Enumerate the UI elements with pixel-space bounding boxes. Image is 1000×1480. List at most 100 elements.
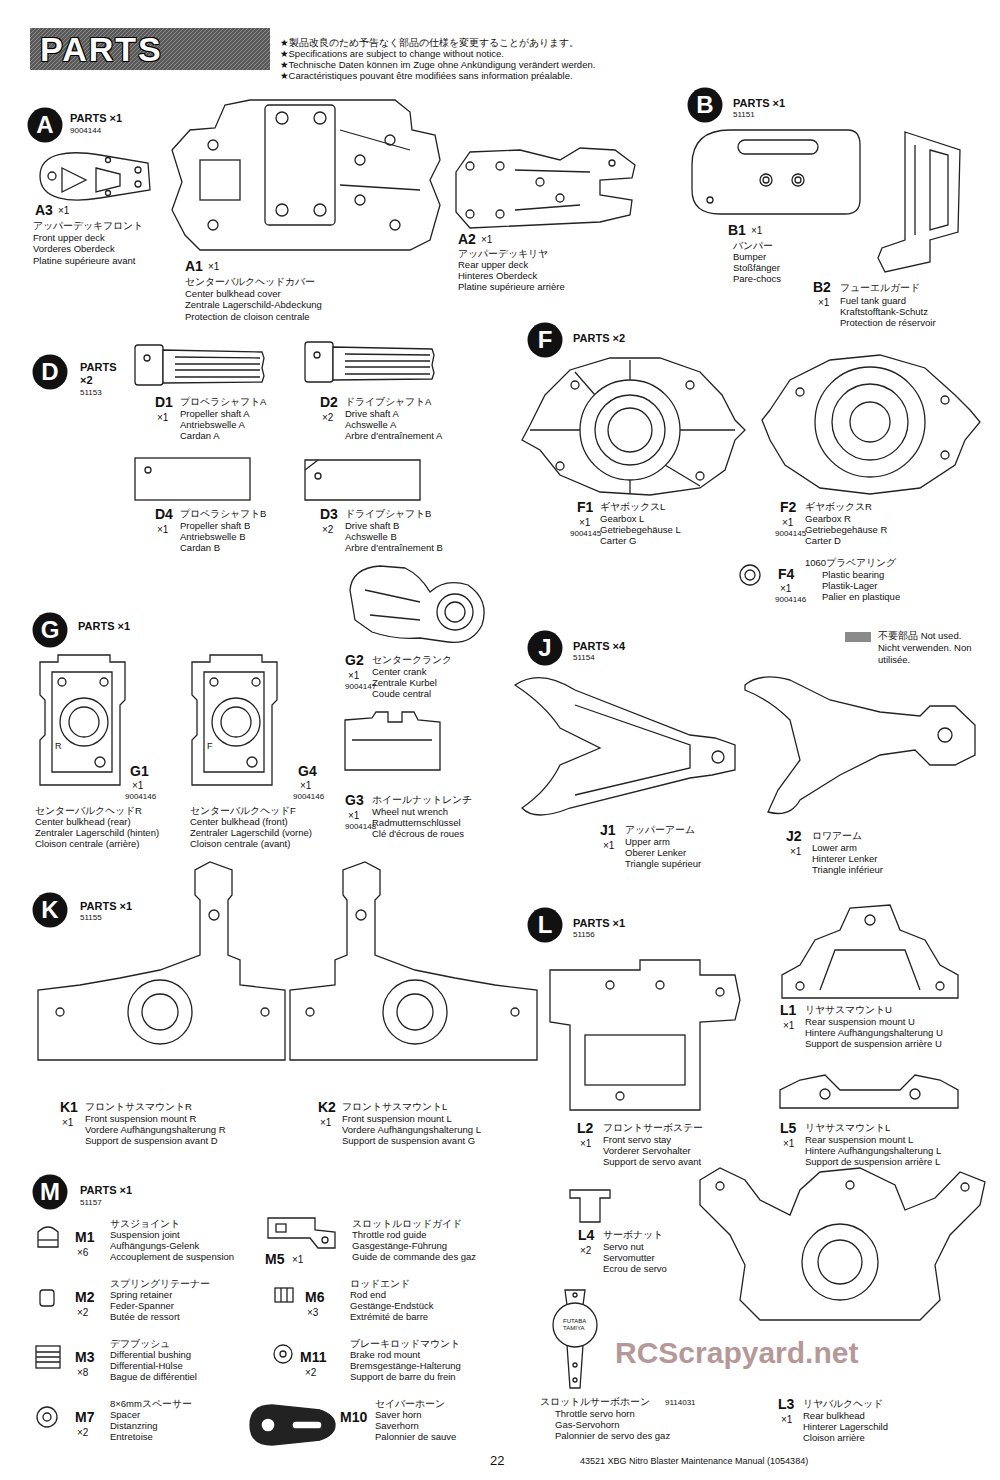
part-letter: A bbox=[36, 113, 53, 137]
part-number: D1 bbox=[155, 395, 173, 409]
propeller-shaft-b bbox=[135, 458, 250, 500]
wheel-nut-wrench bbox=[345, 712, 440, 770]
part-name: プロペラシャフトB bbox=[180, 509, 266, 519]
part-number: M7 bbox=[75, 1410, 94, 1424]
center-bulkhead-cover bbox=[172, 100, 440, 250]
part-code: 9004146 bbox=[293, 793, 324, 801]
part-name: リヤバルクヘッド bbox=[803, 1399, 883, 1409]
quantity: ×3 bbox=[307, 1308, 318, 1318]
page-title: PARTS bbox=[30, 28, 270, 70]
center-bulkhead-rear bbox=[40, 655, 125, 785]
brake-rod-mount-icon bbox=[280, 1351, 286, 1357]
rear-upper-deck bbox=[556, 194, 564, 202]
throttle-servo-horn bbox=[573, 1378, 577, 1382]
part-name: Front suspension mount L bbox=[342, 1114, 452, 1124]
front-suspension-mount-l bbox=[290, 862, 537, 1060]
part-name: Vorderes Oberdeck bbox=[33, 244, 115, 254]
moulded-mark: TAMIYA bbox=[563, 1325, 584, 1331]
front-suspension-mount-l bbox=[290, 862, 537, 1060]
part-name: Rear bulkhead bbox=[803, 1411, 865, 1421]
front-servo-stay bbox=[716, 988, 724, 996]
part-number: F1 bbox=[577, 500, 593, 514]
part-name: センタークランク bbox=[372, 655, 452, 665]
note: ★Caractéristiques pouvant être modifiées… bbox=[280, 71, 573, 81]
bumper bbox=[707, 197, 713, 203]
center-bulkhead-rear bbox=[100, 678, 108, 686]
letter-circle-shape bbox=[28, 108, 63, 143]
part-code: 51153 bbox=[80, 389, 102, 397]
gearbox-right bbox=[941, 451, 949, 459]
part-name: Differential-Hülse bbox=[110, 1361, 183, 1371]
part-letter-circle: F bbox=[527, 322, 563, 358]
propeller-shaft-a bbox=[175, 357, 260, 377]
quantity: ×1 bbox=[783, 1021, 794, 1031]
part-name: Propeller shaft B bbox=[180, 521, 250, 531]
part-number: J1 bbox=[600, 823, 616, 837]
gearbox-right bbox=[850, 402, 890, 442]
center-bulkhead-rear bbox=[95, 757, 105, 767]
gearbox-left bbox=[595, 395, 665, 465]
letter-circle-shape bbox=[33, 1175, 68, 1210]
front-suspension-mount-r bbox=[261, 1008, 269, 1016]
part-letter: D bbox=[41, 360, 58, 384]
part-letter: K bbox=[41, 898, 58, 922]
throttle-servo-horn bbox=[553, 1290, 597, 1388]
part-code: 9004148 bbox=[345, 823, 376, 831]
part-name: Support de suspension arrière U bbox=[805, 1039, 942, 1049]
part-name: フロントサスマウントR bbox=[85, 1102, 192, 1112]
parts-count: PARTS bbox=[80, 362, 116, 373]
plastic-bearing bbox=[745, 570, 755, 580]
rear-bulkhead bbox=[700, 1168, 985, 1320]
part-letter: J bbox=[538, 636, 551, 660]
throttle-rod-guide-icon bbox=[268, 1218, 335, 1248]
part-name: Cardan B bbox=[180, 543, 220, 553]
part-name: Guide de commande des gaz bbox=[352, 1252, 476, 1262]
quantity: ×2 bbox=[77, 1308, 88, 1318]
bumper bbox=[738, 140, 818, 154]
parts-count: PARTS ×1 bbox=[733, 98, 785, 109]
part-name: Lower arm bbox=[812, 843, 857, 853]
drive-shaft-b bbox=[305, 460, 420, 500]
part-name: Throttle rod guide bbox=[352, 1230, 426, 1240]
spring-retainer-icon bbox=[40, 1290, 54, 1306]
note: ★製品改良のため予告なく部品の仕様を変更することがあります。 bbox=[280, 38, 579, 48]
rear-upper-deck bbox=[456, 148, 635, 228]
part-name: Oberer Lenker bbox=[625, 848, 686, 858]
saver-horn-icon bbox=[261, 1418, 275, 1432]
moulded-mark: FUTABA bbox=[563, 1318, 586, 1324]
footer-text: 43521 XBG Nitro Blaster Maintenance Manu… bbox=[580, 1457, 808, 1466]
quantity: ×1 bbox=[603, 841, 614, 851]
gearbox-right bbox=[815, 367, 925, 477]
front-upper-deck bbox=[62, 168, 86, 192]
part-name: アッパーアーム bbox=[625, 825, 695, 835]
part-name: Support de suspension avant G bbox=[342, 1136, 475, 1146]
servo-nut bbox=[570, 1190, 610, 1222]
letter-circle-shape bbox=[528, 631, 563, 666]
center-bulkhead-cover bbox=[208, 220, 218, 230]
page-number: 22 bbox=[490, 1454, 504, 1467]
parts-count: PARTS ×1 bbox=[70, 113, 122, 124]
brake-rod-mount-icon bbox=[274, 1345, 292, 1363]
part-number: K2 bbox=[318, 1100, 336, 1114]
front-suspension-mount-l bbox=[356, 910, 366, 920]
part-name: フロントサーボステー bbox=[603, 1123, 703, 1133]
propeller-shaft-a bbox=[144, 355, 150, 361]
part-name: Radmutternschlüssel bbox=[372, 818, 461, 828]
part-name: Cloison centrale (avant) bbox=[190, 839, 290, 849]
quantity: ×1 bbox=[320, 1118, 331, 1128]
suspension-joint-icon bbox=[38, 1239, 58, 1240]
part-number: M10 bbox=[340, 1410, 367, 1424]
throttle-rod-guide-icon bbox=[268, 1218, 335, 1248]
part-number: A2 bbox=[458, 232, 476, 246]
part-code: 9004146 bbox=[125, 793, 156, 801]
lower-arm bbox=[745, 677, 975, 814]
part-name: Arbre d'entraînement A bbox=[345, 431, 442, 441]
part-name: Center bulkhead (front) bbox=[190, 817, 288, 827]
front-servo-stay bbox=[656, 981, 664, 989]
front-upper-deck bbox=[106, 191, 111, 196]
part-letter-circle: G bbox=[32, 612, 68, 648]
part-name: Support de suspension avant D bbox=[85, 1136, 218, 1146]
part-number: M5 bbox=[265, 1252, 284, 1266]
part-number: G2 bbox=[345, 653, 364, 667]
rear-upper-deck bbox=[456, 148, 635, 228]
